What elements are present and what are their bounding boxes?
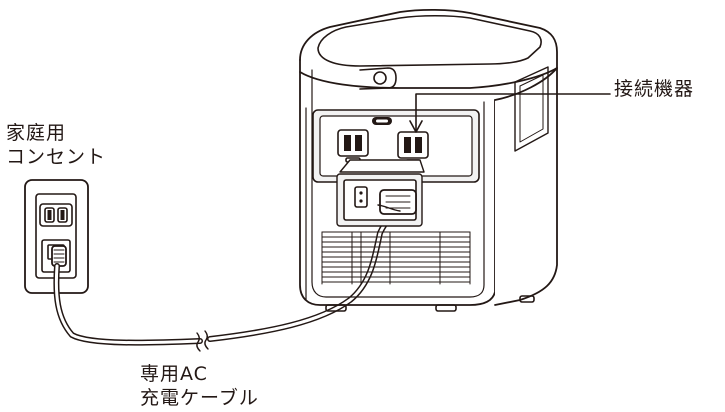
- power-button-icon: [359, 67, 397, 90]
- ac-plug-icon: [51, 245, 67, 267]
- ac-cable-label-line2: 充電ケーブル: [140, 387, 259, 409]
- ac-input-port: [336, 159, 425, 227]
- connected-device-label-text: 接続機器: [614, 78, 695, 100]
- connected-device-label: 接続機器: [614, 77, 694, 101]
- wall-outlet-label-line1: 家庭用: [6, 122, 67, 144]
- ac-cable-connector-icon: [377, 189, 417, 215]
- vent-grille: [321, 231, 471, 285]
- ac-cable-label-line1: 専用AC: [140, 363, 208, 385]
- ac-cable-label: 専用AC 充電ケーブル: [140, 362, 259, 410]
- usb-c-port-icon: [372, 117, 392, 125]
- device-leader-line: [409, 93, 611, 133]
- wall-outlet-label: 家庭用 コンセント: [6, 121, 106, 169]
- power-station-body: [299, 8, 558, 312]
- wall-outlet-label-line2: コンセント: [6, 146, 107, 168]
- outlet-socket-icon: [39, 203, 73, 227]
